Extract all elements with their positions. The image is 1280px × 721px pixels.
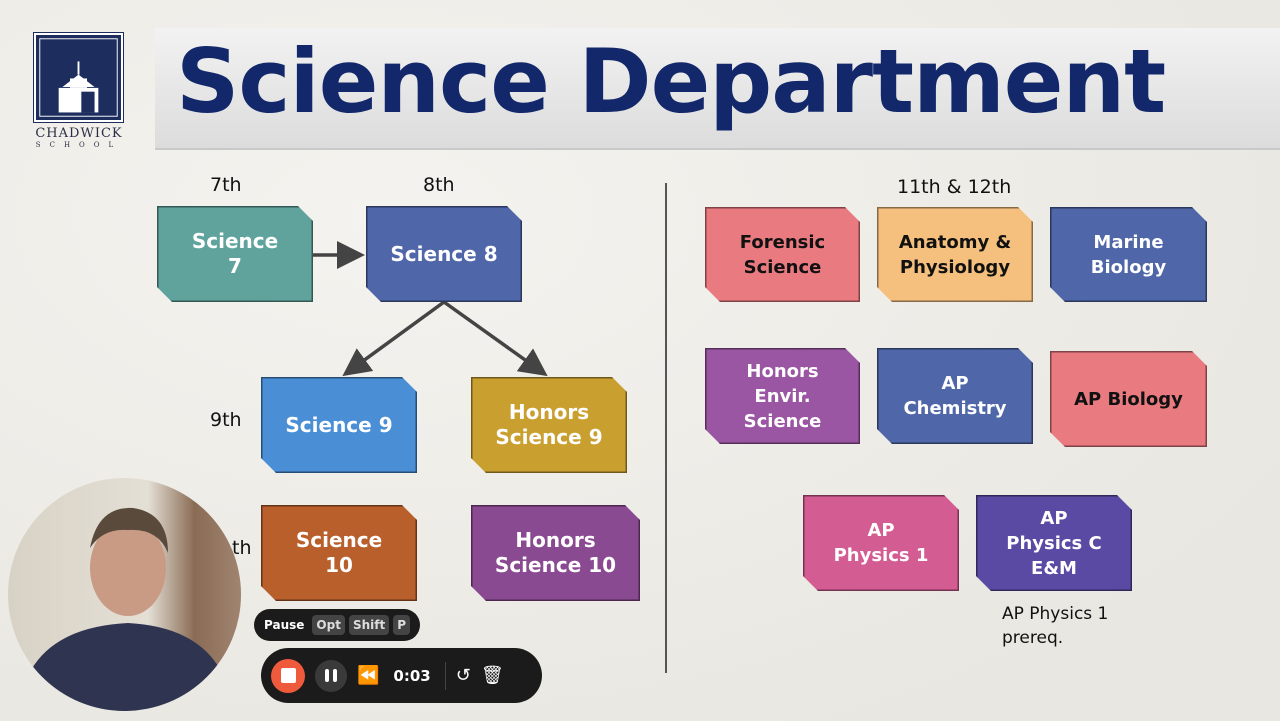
separator — [444, 661, 446, 690]
grade-11-12-label: 11th & 12th — [897, 176, 1012, 198]
webcam-bubble — [8, 478, 241, 711]
grade-7-label: 7th — [210, 174, 242, 196]
course-ap-physics-c: AP Physics C E&M — [976, 495, 1132, 591]
course-honors-envir-science: Honors Envir. Science — [705, 348, 860, 444]
logo-sub: SCHOOL — [35, 141, 123, 149]
course-science-9: Science 9 — [261, 377, 417, 473]
grade-10-label: th — [232, 537, 252, 559]
stop-icon — [280, 668, 296, 683]
stop-button[interactable] — [271, 658, 305, 693]
course-ap-chemistry: AP Chemistry — [877, 348, 1033, 444]
course-marine-biology: Marine Biology — [1050, 207, 1207, 302]
course-science-7: Science 7 — [157, 206, 313, 302]
divider — [665, 183, 667, 673]
course-anatomy-physiology: Anatomy & Physiology — [877, 207, 1033, 302]
logo-name: CHADWICK — [35, 126, 123, 141]
course-ap-physics-1: AP Physics 1 — [803, 495, 959, 591]
chadwick-logo — [33, 32, 124, 123]
prereq-note: AP Physics 1 prereq. — [1002, 604, 1109, 648]
recording-controls: ⏪ 0:03 ↺ 🗑 — [261, 648, 542, 703]
key-p: P — [393, 615, 410, 635]
course-science-8: Science 8 — [366, 206, 522, 302]
pause-icon — [325, 669, 329, 682]
pause-shortcut-hint: Pause Opt Shift P — [254, 609, 420, 641]
course-honors-science-9: Honors Science 9 — [471, 377, 627, 473]
pause-button[interactable] — [315, 659, 347, 692]
course-ap-biology: AP Biology — [1050, 351, 1207, 447]
restart-icon[interactable]: ↺ — [455, 665, 471, 686]
hint-label: Pause — [264, 618, 305, 632]
course-science-10: Science 10 — [261, 505, 417, 601]
presenter-video — [18, 507, 233, 711]
page-title: Science Department — [176, 30, 1166, 133]
recording-time: 0:03 — [393, 666, 431, 685]
course-forensic-science: Forensic Science — [705, 207, 860, 302]
course-honors-science-10: Honors Science 10 — [471, 505, 640, 601]
key-opt: Opt — [312, 615, 345, 635]
trash-icon[interactable]: 🗑 — [480, 665, 504, 686]
rewind-icon[interactable]: ⏪ — [357, 665, 380, 686]
grade-9-label: 9th — [210, 409, 242, 431]
key-shift: Shift — [348, 615, 390, 635]
title-band — [155, 28, 1280, 150]
grade-8-label: 8th — [423, 174, 455, 196]
